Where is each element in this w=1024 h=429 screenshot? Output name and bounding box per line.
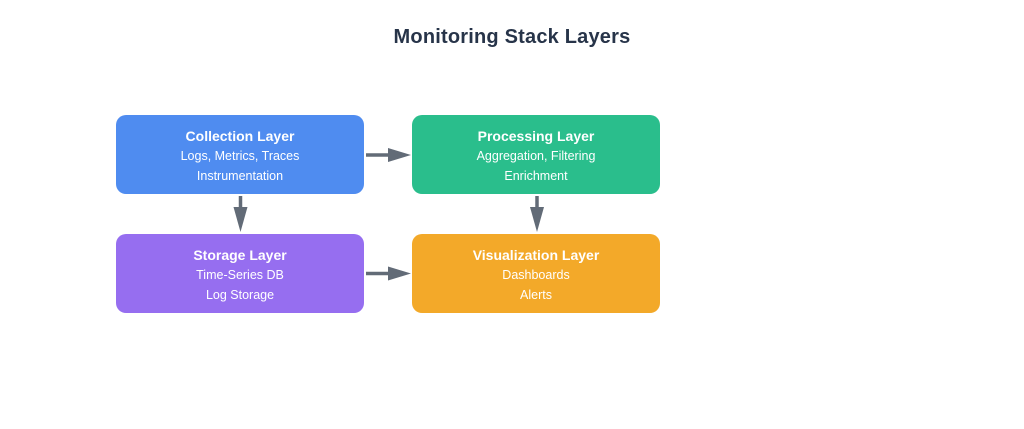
edge-processing-to-visualization (530, 196, 544, 232)
node-subtitle: Logs, Metrics, Traces (180, 148, 300, 163)
node-subtitle: Dashboards (502, 267, 570, 282)
node-storage-layer: Storage Layer Time-Series DB Log Storage (116, 234, 364, 313)
node-processing-layer: Processing Layer Aggregation, Filtering … (412, 115, 660, 194)
diagram-title: Monitoring Stack Layers (393, 26, 631, 48)
node-collection-layer: Collection Layer Logs, Metrics, Traces I… (116, 115, 364, 194)
node-subtitle: Enrichment (504, 168, 568, 183)
node-subtitle: Aggregation, Filtering (476, 148, 596, 163)
node-subtitle: Alerts (520, 287, 552, 302)
edge-collection-to-storage (233, 196, 248, 232)
node-title: Storage Layer (193, 246, 287, 263)
arrowhead-right-icon (388, 266, 411, 281)
arrowhead-down-icon (233, 207, 248, 232)
node-subtitle: Instrumentation (196, 168, 284, 183)
arrowhead-right-icon (388, 148, 411, 162)
node-title: Visualization Layer (472, 246, 600, 263)
node-subtitle: Log Storage (205, 287, 275, 302)
node-title: Collection Layer (185, 127, 295, 144)
node-visualization-layer: Visualization Layer Dashboards Alerts (412, 234, 660, 313)
arrowhead-down-icon (530, 207, 544, 232)
node-subtitle: Time-Series DB (196, 267, 284, 282)
edge-collection-to-processing (366, 148, 411, 162)
edge-storage-to-visualization (366, 266, 411, 281)
node-title: Processing Layer (477, 127, 595, 144)
